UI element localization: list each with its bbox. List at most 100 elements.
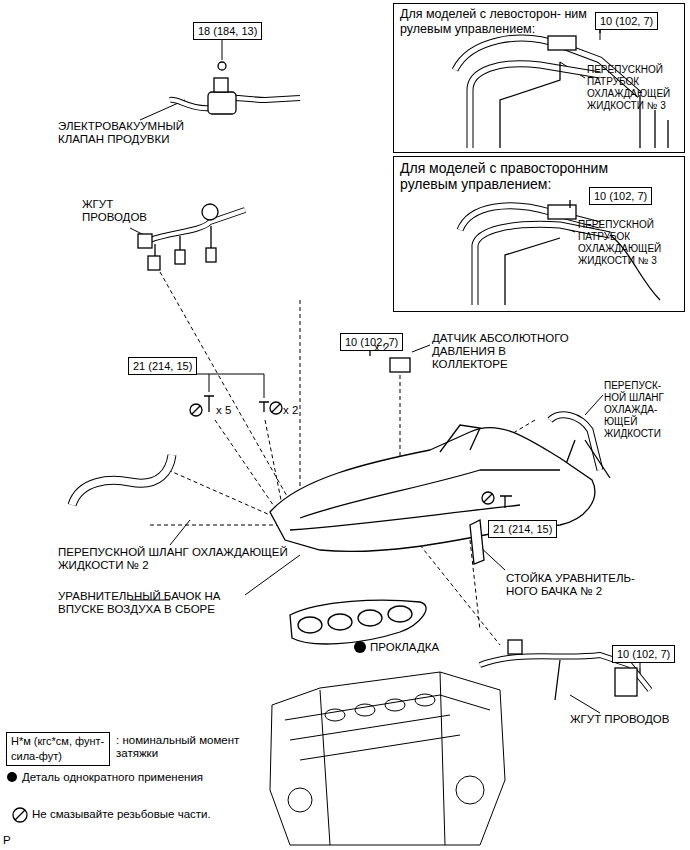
inset-panel: Для моделей с правосторонним рулевым упр…: [393, 156, 685, 312]
wire-harness-upper-part: [180, 226, 211, 250]
wire-harness-upper-part: [175, 250, 185, 264]
bypass-hose-2: [72, 455, 172, 505]
wire-harness-lower-part: [508, 640, 522, 654]
part-name: ПЕРЕПУСКНОЙ ПАТРУБОК ОХЛАЖДАЮЩЕЙ ЖИДКОСТ…: [578, 219, 680, 267]
bolts-part: [204, 396, 214, 412]
gasket-part: [328, 614, 352, 630]
intake-surge-tank-part: [270, 428, 595, 552]
torque-box: 18 (184, 13): [193, 22, 262, 40]
intake-surge-tank: [270, 358, 595, 551]
torque-value: 10 (102, 7): [345, 336, 398, 348]
leader-lines-part: [245, 555, 300, 595]
inset-panel: Для моделей с левосторон- ним рулевым уп…: [393, 3, 685, 153]
part-name: ДАТЧИК АБСОЛЮТНОГО ДАВЛЕНИЯ В КОЛЛЕКТОРЕ: [432, 332, 582, 371]
bypass-pipe-rhd-part: [548, 205, 576, 219]
purge-vsv-part: [170, 100, 210, 108]
leader-lines-part: [172, 374, 209, 392]
leader-lines-part: [209, 374, 264, 398]
legend-text: Не смазывайте резьбовые части.: [32, 808, 272, 821]
torque-value: 10 (102, 7): [600, 15, 653, 27]
torque-box: 10 (102, 7): [612, 645, 675, 663]
engine-sketch-part: [456, 776, 484, 804]
torque-box: 21 (214, 15): [128, 357, 197, 375]
bypass-pipe-lhd-part: [500, 62, 560, 148]
dashed-assembly-lines-part: [215, 420, 280, 515]
quantity: x 2: [283, 404, 298, 417]
purge-vsv-part: [214, 78, 228, 92]
part-name: ПРОКЛАДКА: [370, 641, 439, 654]
engine-sketch-part: [325, 709, 345, 721]
single-use-dots-part: [7, 772, 17, 782]
leader-lines-part: [412, 345, 430, 352]
torque-box: 10 (102, 7): [340, 333, 403, 351]
torque-box: 21 (214, 15): [488, 520, 557, 538]
bypass-pipe-lhd-part: [470, 64, 600, 148]
bolts-part: [569, 200, 570, 208]
leader-lines-part: [570, 695, 600, 713]
dashed-assembly-lines-part: [300, 300, 301, 505]
legend-text: : номинальный момент затяжки: [116, 734, 246, 760]
torque-box: 10 (102, 7): [595, 12, 658, 30]
legend-text: Деталь однократного применения: [22, 771, 262, 784]
legend-torque-box: Н*м (кгс*см, фунт-сила-фут): [6, 732, 110, 766]
part-name: ПЕРЕПУСКНОЙ ШЛАНГ ОХЛАЖДАЮЩЕЙ ЖИДКОСТИ №…: [58, 546, 288, 572]
dashed-assembly-lines-part: [420, 545, 500, 645]
wire-harness-upper-part: [202, 204, 218, 220]
purge-vsv-part: [208, 92, 236, 114]
wire-harness-lower-part: [615, 668, 637, 696]
engine-sketch-part: [415, 694, 435, 706]
leader-lines-part: [222, 40, 223, 60]
torque-value: Н*м (кгс*см, фунт-сила-фут): [11, 735, 104, 762]
torque-value: 10 (102, 7): [617, 648, 670, 660]
part-name: УРАВНИТЕЛЬНЫЙ БАЧОК НА ВПУСКЕ ВОЗДУХА В …: [58, 590, 248, 616]
torque-value: 18 (184, 13): [198, 25, 257, 37]
engine-sketch-part: [288, 788, 312, 812]
no-lube-symbols-part: [270, 402, 282, 414]
gasket-part: [358, 610, 382, 626]
bypass-hose-2-part: [72, 455, 172, 505]
bolts-part: [500, 496, 512, 508]
no-lube-symbols-part: [484, 494, 492, 502]
no-lube-symbols-part: [190, 404, 202, 416]
wire-harness-upper-part: [148, 256, 160, 270]
wire-harness-upper-part: [138, 234, 152, 248]
part-name: ПЕРЕПУСК- НОЙ ШЛАНГ ОХЛАЖДА- ЮЩЕЙ ЖИДКОС…: [604, 380, 684, 440]
torque-value: 21 (214, 15): [133, 360, 192, 372]
dashed-assembly-lines-part: [150, 525, 280, 526]
torque-box: 10 (102, 7): [589, 187, 652, 205]
purge-vsv: [170, 62, 300, 114]
wire-harness-upper-part: [206, 248, 216, 262]
wire-harness-upper: [138, 204, 245, 270]
bolts-part: [259, 402, 269, 412]
purge-vsv-part: [218, 62, 226, 70]
torque-value: 21 (214, 15): [493, 523, 552, 535]
no-lube-symbols-part: [13, 808, 27, 822]
part-name: СТОЙКА УРАВНИТЕЛЬ- НОГО БАЧКА № 2: [506, 572, 656, 598]
quantity: x 5: [216, 404, 231, 417]
gasket-part: [290, 600, 426, 644]
intake-surge-tank-part: [440, 425, 480, 452]
intake-surge-tank-part: [390, 358, 410, 372]
part-name: ЭЛЕКТРОВАКУУМНЫЙ КЛАПАН ПРОДУВКИ: [58, 120, 198, 146]
torque-value: 10 (102, 7): [594, 190, 647, 202]
dashed-assembly-lines-part: [168, 470, 270, 515]
engine-sketch-part: [285, 672, 490, 845]
leader-lines-part: [170, 520, 190, 545]
page-mark: P: [3, 834, 11, 847]
bracket-no2-part: [470, 520, 484, 564]
no-lube-symbols-part: [192, 406, 200, 414]
no-lube-symbols-part: [482, 492, 494, 504]
purge-vsv-part: [170, 100, 210, 108]
gasket-part: [388, 606, 412, 622]
no-lube-symbols-part: [272, 404, 280, 412]
single-use-dots: [7, 641, 366, 782]
leader-lines-part: [585, 395, 603, 415]
engine-sketch-part: [355, 704, 375, 716]
single-use-dots-part: [354, 641, 366, 653]
dashed-assembly-lines-part: [160, 272, 292, 505]
part-name: ЖГУТ ПРОВОДОВ: [570, 713, 680, 726]
inset-heading: Для моделей с левосторон- ним рулевым уп…: [400, 7, 590, 36]
part-name: ПЕРЕПУСКНОЙ ПАТРУБОК ОХЛАЖДАЮЩЕЙ ЖИДКОСТ…: [587, 64, 683, 112]
wire-harness-upper-part: [154, 244, 155, 256]
bypass-pipe-lhd-part: [548, 36, 576, 50]
